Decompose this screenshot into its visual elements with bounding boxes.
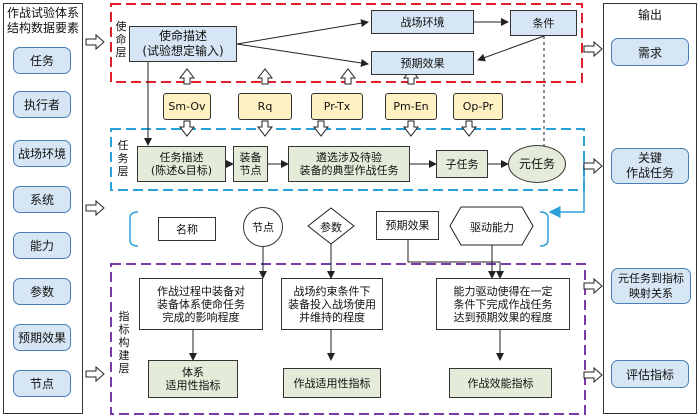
indicator-layer-frame bbox=[110, 263, 586, 415]
element-pill-capability: 能力 bbox=[13, 232, 71, 259]
right-panel-title: 输出 bbox=[637, 8, 662, 22]
indicator-system-fit: 体系 适用性指标 bbox=[148, 360, 238, 398]
output-mapping: 元任务到指标 映射关系 bbox=[611, 268, 691, 304]
tag-sm-ov: Sm-Ov bbox=[163, 93, 211, 120]
hollow-arrow-tag-down-4 bbox=[402, 120, 420, 137]
indicator-desc-1: 作战过程中装备对 装备体系使命任务 完成的影响程度 bbox=[139, 278, 263, 330]
hollow-arrow-left-3 bbox=[85, 365, 105, 383]
hollow-arrow-right-1 bbox=[583, 40, 603, 58]
tag-pr-tx: Pr-Tx bbox=[311, 93, 363, 120]
output-eval-indicator: 评估指标 bbox=[611, 360, 689, 388]
mission-layer-label: 使 命 层 bbox=[115, 20, 127, 59]
left-panel-title: 作战试验体系结构数据要素 bbox=[6, 6, 79, 35]
equip-node-box: 装备 节点 bbox=[233, 146, 268, 182]
tag-rq: Rq bbox=[238, 93, 292, 120]
mission-desc-box: 使命描述 (试验想定输入) bbox=[129, 26, 237, 62]
expected-effect-box: 预期效果 bbox=[371, 51, 474, 75]
subtask-box: 子任务 bbox=[436, 150, 488, 178]
meta-task-ellipse: 元任务 bbox=[508, 145, 566, 183]
task-layer-frame bbox=[110, 128, 585, 191]
element-pill-executor: 执行者 bbox=[13, 91, 71, 118]
element-pill-parameter: 参数 bbox=[13, 278, 71, 305]
indicator-effectiveness: 作战效能指标 bbox=[449, 368, 552, 398]
element-drive-label: 驱动能力 bbox=[470, 221, 514, 234]
hollow-arrow-left-1 bbox=[85, 33, 105, 51]
element-pill-task: 任务 bbox=[13, 47, 71, 74]
tag-pm-en: Pm-En bbox=[385, 93, 437, 120]
element-pill-node: 节点 bbox=[13, 370, 71, 397]
element-pill-expected-effect: 预期效果 bbox=[13, 324, 71, 351]
hollow-arrow-right-4 bbox=[583, 366, 603, 384]
element-node-circle: 节点 bbox=[243, 207, 283, 247]
element-pill-system: 系统 bbox=[13, 186, 71, 213]
indicator-operational-fit: 作战适用性指标 bbox=[283, 368, 381, 398]
hollow-arrow-up-1 bbox=[178, 68, 196, 85]
hollow-arrow-up-3 bbox=[339, 68, 357, 85]
indicator-layer-label: 指 标 构 建 层 bbox=[118, 310, 130, 375]
hollow-arrow-tag-down-5 bbox=[460, 120, 478, 137]
element-pill-battlefield: 战场环境 bbox=[13, 140, 71, 167]
hollow-arrow-up-2 bbox=[256, 68, 274, 85]
right-panel bbox=[603, 3, 697, 414]
element-row-bracket bbox=[129, 211, 139, 247]
element-param-label: 参数 bbox=[320, 221, 342, 234]
element-name-box: 名称 bbox=[158, 217, 216, 241]
battlefield-env-box: 战场环境 bbox=[371, 10, 474, 34]
hollow-arrow-right-3 bbox=[583, 277, 603, 295]
element-expected-effect-box: 预期效果 bbox=[376, 211, 439, 240]
hollow-arrow-tag-down-3 bbox=[312, 120, 330, 137]
indicator-desc-2: 战场约束条件下 装备投入战场使用 并维持的程度 bbox=[281, 278, 383, 330]
task-layer-label: 任 务 层 bbox=[117, 139, 129, 178]
task-desc-box: 任务描述 (陈述&目标) bbox=[137, 146, 226, 182]
tag-op-pr: Op-Pr bbox=[453, 93, 503, 120]
indicator-desc-3: 能力驱动使得在一定 条件下完成作战任务 达到预期效果的程度 bbox=[436, 278, 570, 330]
hollow-arrow-left-2 bbox=[85, 199, 105, 217]
output-requirement: 需求 bbox=[611, 38, 689, 66]
output-key-task: 关键 作战任务 bbox=[611, 148, 689, 184]
condition-box: 条件 bbox=[510, 10, 577, 36]
select-tasks-box: 遴选涉及待验 装备的典型作战任务 bbox=[288, 146, 410, 182]
hollow-arrow-tag-down-2 bbox=[256, 120, 274, 137]
hollow-arrow-tag-down-1 bbox=[178, 120, 196, 137]
hollow-arrow-right-2 bbox=[583, 157, 603, 175]
